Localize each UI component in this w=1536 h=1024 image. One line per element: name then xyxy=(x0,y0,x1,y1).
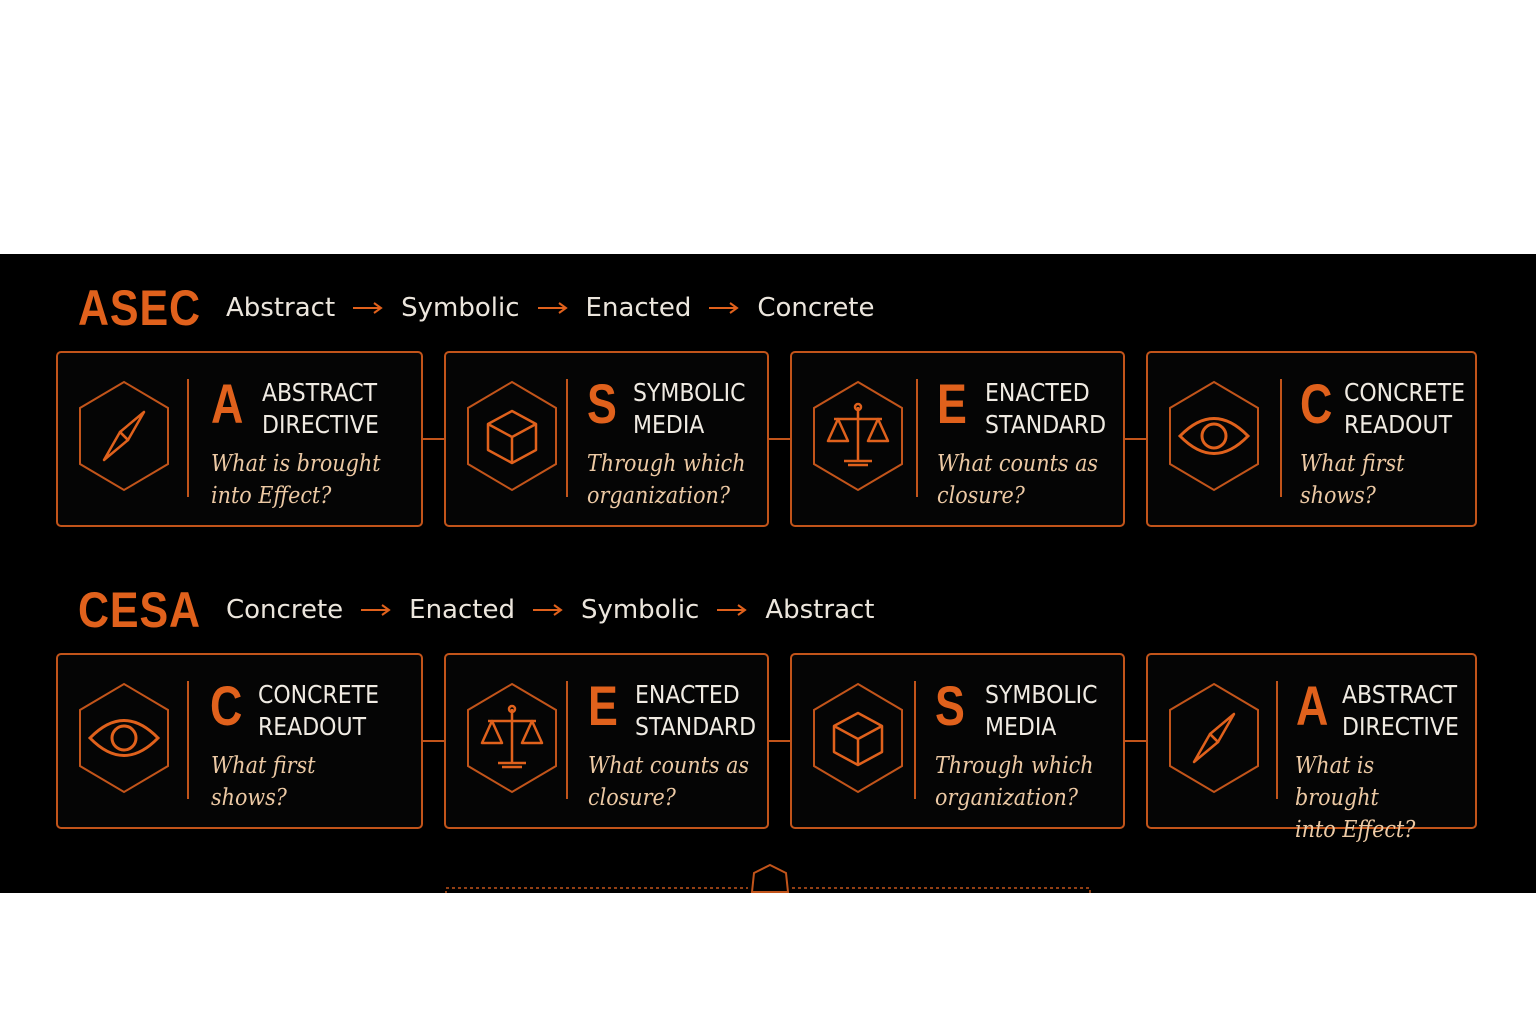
card-concrete-readout: C CONCRETE READOUT What first shows? xyxy=(1146,351,1477,527)
eye-icon xyxy=(79,682,169,794)
compass-icon xyxy=(79,380,169,492)
card-question: Through which organization? xyxy=(935,753,1094,811)
arrow-right-icon xyxy=(353,302,383,314)
card-letter: S xyxy=(935,674,965,737)
card-name: SYMBOLIC MEDIA xyxy=(633,378,746,439)
card-abstract-directive: A ABSTRACT DIRECTIVE What is brought int… xyxy=(56,351,423,527)
arrow-right-icon xyxy=(709,302,740,314)
card-question: What counts as closure? xyxy=(588,753,750,811)
arrow-right-icon xyxy=(532,604,563,616)
card-enacted-standard: E ENACTED STANDARD What counts as closur… xyxy=(790,351,1125,527)
card-letter: C xyxy=(1300,372,1333,435)
sequence-line: Abstract Symbolic Enacted Concrete xyxy=(226,278,875,338)
sequence-step: Symbolic xyxy=(580,595,700,625)
compass-icon xyxy=(1169,682,1259,794)
row-title-asec: ASEC Abstract Symbolic Enacted Concrete xyxy=(0,278,1536,338)
sequence-step: Concrete xyxy=(226,595,344,625)
card-letter: A xyxy=(1296,674,1329,737)
card-letter: S xyxy=(587,372,617,435)
sequence-line: Concrete Enacted Symbolic Abstract xyxy=(226,580,875,640)
card-divider xyxy=(1280,379,1282,497)
card-name: ABSTRACT DIRECTIVE xyxy=(1342,680,1459,741)
card-name: CONCRETE READOUT xyxy=(1344,378,1466,439)
card-divider xyxy=(914,681,916,799)
card-divider xyxy=(187,681,189,799)
diagram-panel: ASEC Abstract Symbolic Enacted Concrete … xyxy=(0,254,1536,893)
arrow-right-icon xyxy=(361,604,391,616)
card-name: CONCRETE READOUT xyxy=(258,680,380,741)
card-abstract-directive: A ABSTRACT DIRECTIVE What is brought int… xyxy=(1146,653,1477,843)
card-name: ENACTED STANDARD xyxy=(985,378,1107,439)
row-title-cesa: CESA Concrete Enacted Symbolic Abstract xyxy=(0,580,1536,640)
sequence-step: Symbolic xyxy=(401,293,520,323)
connector-line xyxy=(423,438,445,440)
card-question: What first shows? xyxy=(211,753,316,811)
acronym-title: ASEC xyxy=(78,280,201,336)
card-letter: E xyxy=(937,372,967,435)
card-question: Through which organization? xyxy=(587,451,746,509)
cube-icon xyxy=(467,380,557,492)
connector-line xyxy=(423,740,445,742)
card-question: What is brought into Effect? xyxy=(1295,753,1416,843)
card-letter: E xyxy=(588,674,618,737)
connector-line xyxy=(769,740,791,742)
card-divider xyxy=(566,379,568,497)
card-divider xyxy=(916,379,918,497)
card-divider xyxy=(187,379,189,497)
card-letter: C xyxy=(210,674,243,737)
card-divider xyxy=(1276,681,1278,799)
card-name: ENACTED STANDARD xyxy=(635,680,757,741)
card-question: What first shows? xyxy=(1300,451,1405,509)
sequence-step: Abstract xyxy=(226,293,336,323)
sequence-step: Enacted xyxy=(409,595,515,625)
sequence-step: Enacted xyxy=(585,293,692,323)
eye-icon xyxy=(1169,380,1259,492)
card-enacted-standard: E ENACTED STANDARD What counts as closur… xyxy=(444,653,769,829)
card-name: ABSTRACT DIRECTIVE xyxy=(262,378,379,439)
card-question: What is brought into Effect? xyxy=(211,451,381,509)
connector-line xyxy=(769,438,791,440)
card-divider xyxy=(566,681,568,799)
arrow-right-icon xyxy=(537,302,568,314)
card-letter: A xyxy=(211,372,244,435)
sequence-step: Concrete xyxy=(757,293,875,323)
card-name: SYMBOLIC MEDIA xyxy=(985,680,1098,741)
arrow-right-icon xyxy=(717,604,748,616)
card-concrete-readout: C CONCRETE READOUT What first shows? xyxy=(56,653,423,829)
card-symbolic-media: S SYMBOLIC MEDIA Through which organizat… xyxy=(790,653,1125,829)
cube-icon xyxy=(813,682,903,794)
bottom-divider-ornament xyxy=(445,863,1091,893)
sequence-step: Abstract xyxy=(765,595,875,625)
scales-icon xyxy=(467,682,557,794)
card-symbolic-media: S SYMBOLIC MEDIA Through which organizat… xyxy=(444,351,769,527)
acronym-title: CESA xyxy=(78,582,201,638)
scales-icon xyxy=(813,380,903,492)
connector-line xyxy=(1125,740,1147,742)
card-question: What counts as closure? xyxy=(937,451,1099,509)
connector-line xyxy=(1125,438,1147,440)
